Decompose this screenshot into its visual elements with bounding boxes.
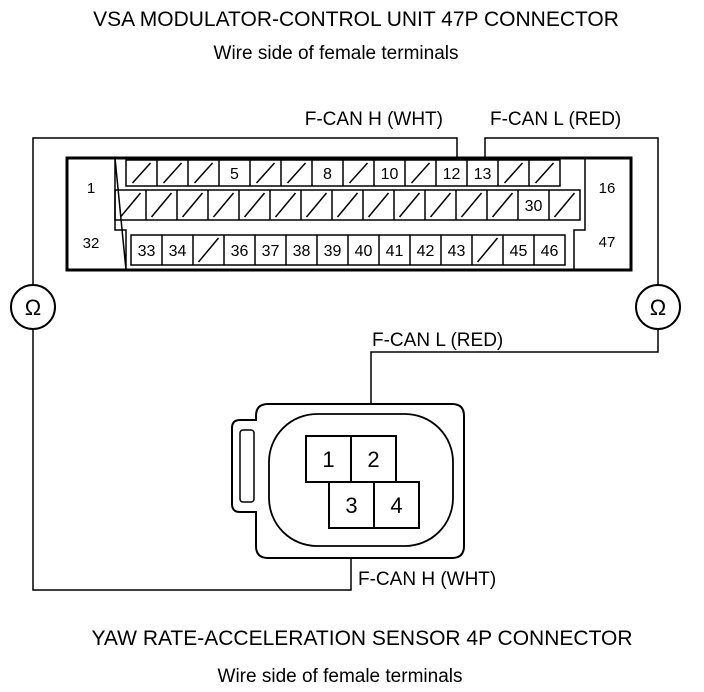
subtitle-bottom: Wire side of female terminals <box>218 666 463 687</box>
empty-cavity-28 <box>460 192 483 218</box>
empty-cavity-17 <box>119 192 142 218</box>
empty-cavity-5 <box>255 162 276 184</box>
empty-cavity-29 <box>491 192 514 218</box>
connector-47p-row-2: 30 <box>114 189 581 221</box>
empty-cavity-18 <box>150 192 173 218</box>
pin-label-39: 39 <box>324 243 342 260</box>
empty-cavity-3 <box>193 162 214 184</box>
connector-4p-latch <box>239 429 255 503</box>
wire-label-fcan-l-sensor: F-CAN L (RED) <box>372 330 503 351</box>
pin-label-30: 30 <box>525 198 543 215</box>
sensor-pin-label-3: 3 <box>345 493 357 518</box>
empty-cavity-19 <box>181 192 204 218</box>
ohmmeter-left: Ω <box>10 284 56 330</box>
sensor-pin-label-4: 4 <box>390 493 402 518</box>
subtitle-top: Wire side of female terminals <box>214 43 459 64</box>
connector-47p-row-3: 33 34 36 37 38 39 40 41 42 43 45 46 <box>130 234 566 266</box>
connector-47p-row-1: 5 8 10 12 13 <box>125 159 561 187</box>
empty-cavity-25 <box>367 192 390 218</box>
pin-label-40: 40 <box>355 243 373 260</box>
empty-cavity-22 <box>274 192 297 218</box>
empty-cavity-27 <box>429 192 452 218</box>
sensor-pin-label-2: 2 <box>367 447 379 472</box>
empty-cavity-14 <box>534 162 555 184</box>
pin-label-37: 37 <box>262 243 280 260</box>
wire-label-fcan-l-top: F-CAN L (RED) <box>490 109 621 130</box>
pin-label-36: 36 <box>231 243 249 260</box>
empty-cavity-21 <box>243 192 266 218</box>
connector-47p-right-outline <box>573 158 586 270</box>
pin-label-45: 45 <box>510 243 528 260</box>
wire-fcan-l-sensor <box>370 330 659 447</box>
pin-label-13: 13 <box>474 166 492 183</box>
side-label-1: 1 <box>87 180 95 197</box>
connector-4p-pins: 1 23 4 <box>305 435 420 529</box>
wires <box>32 137 659 591</box>
connector-47p-outer <box>65 156 633 272</box>
empty-cavity-35 <box>197 237 220 263</box>
wire-label-fcan-h-top: F-CAN H (WHT) <box>305 109 443 130</box>
wire-label-fcan-h-sensor: F-CAN H (WHT) <box>358 569 496 590</box>
ohm-symbol-right: Ω <box>650 295 666 320</box>
title-bottom: YAW RATE-ACCELERATION SENSOR 4P CONNECTO… <box>91 627 632 650</box>
side-label-32: 32 <box>83 235 100 252</box>
empty-cavity-10 <box>410 162 431 184</box>
pin-label-41: 41 <box>386 243 404 260</box>
pin-label-8: 8 <box>323 166 332 183</box>
pin-label-42: 42 <box>417 243 435 260</box>
pin-label-46: 46 <box>541 243 559 260</box>
ohmmeter-right: Ω <box>635 284 681 330</box>
connector-4p: 1 23 4 <box>231 403 465 559</box>
pin-label-38: 38 <box>293 243 311 260</box>
empty-cavity-24 <box>336 192 359 218</box>
pin-label-43: 43 <box>448 243 466 260</box>
ohm-symbol-left: Ω <box>25 295 41 320</box>
empty-cavity-26 <box>398 192 421 218</box>
pin-label-5: 5 <box>230 166 239 183</box>
sensor-pin-label-1: 1 <box>322 447 334 472</box>
pin-label-12: 12 <box>443 166 461 183</box>
empty-cavity-23 <box>305 192 328 218</box>
connector-47p: 1 32 16 47 5 8 10 12 13 30 33 34 36 37 38 39 40 41 4… <box>65 156 633 272</box>
side-label-47: 47 <box>599 234 616 251</box>
empty-cavity-13 <box>503 162 524 184</box>
title-top: VSA MODULATOR-CONTROL UNIT 47P CONNECTOR <box>93 8 619 31</box>
empty-cavity-44 <box>476 237 499 263</box>
empty-cavity-20 <box>212 192 235 218</box>
empty-cavity-1 <box>131 162 152 184</box>
side-label-16: 16 <box>599 180 616 197</box>
wire-fcan-h-vsa <box>32 137 458 285</box>
pin-label-33: 33 <box>138 243 156 260</box>
empty-cavity-31 <box>553 192 576 218</box>
empty-cavity-6 <box>286 162 307 184</box>
empty-cavity-8 <box>348 162 369 184</box>
empty-cavity-2 <box>162 162 183 184</box>
wire-fcan-l-vsa <box>484 137 659 285</box>
pin-label-34: 34 <box>169 243 187 260</box>
pin-label-10: 10 <box>381 166 399 183</box>
